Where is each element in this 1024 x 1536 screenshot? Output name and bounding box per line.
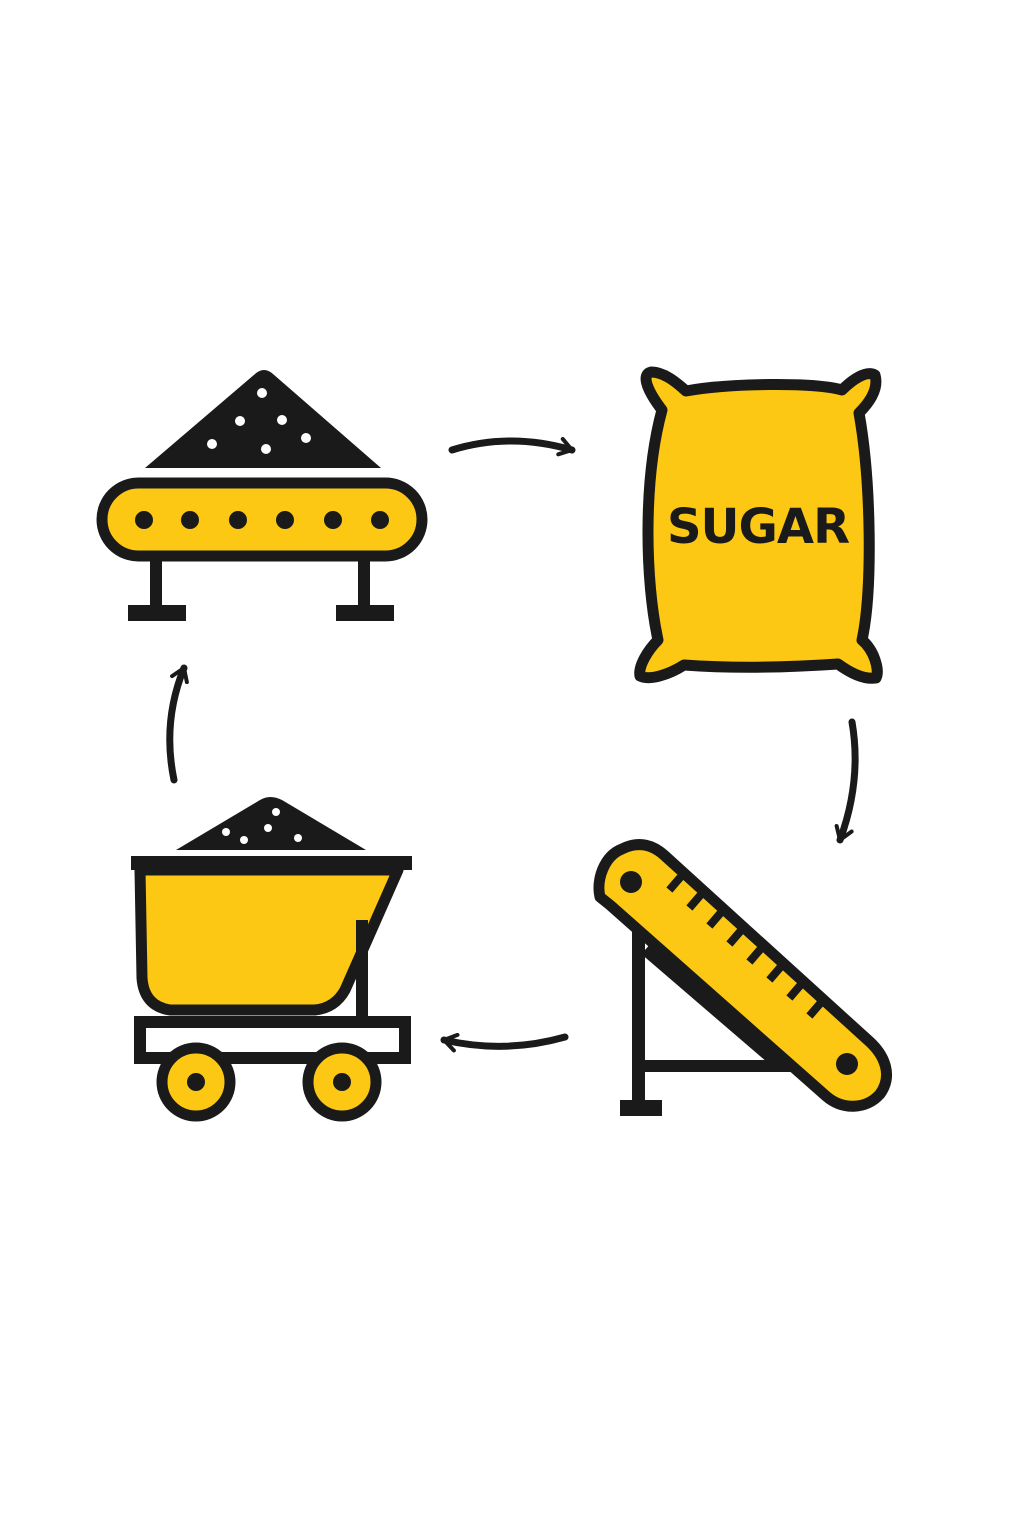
inclined-conveyor-icon <box>593 839 893 1116</box>
arrow-incline-to-cart <box>440 1032 569 1053</box>
sugar-bag-label: SUGAR <box>667 499 849 555</box>
arrow-cart-to-conveyor <box>166 664 189 784</box>
sugar-bag-icon: SUGAR <box>634 366 883 684</box>
sugar-cart-icon <box>131 797 412 1122</box>
arrow-bag-to-incline <box>834 718 859 844</box>
arrow-conveyor-to-bag <box>448 436 576 457</box>
sugar-pile-conveyor-icon <box>96 370 428 621</box>
